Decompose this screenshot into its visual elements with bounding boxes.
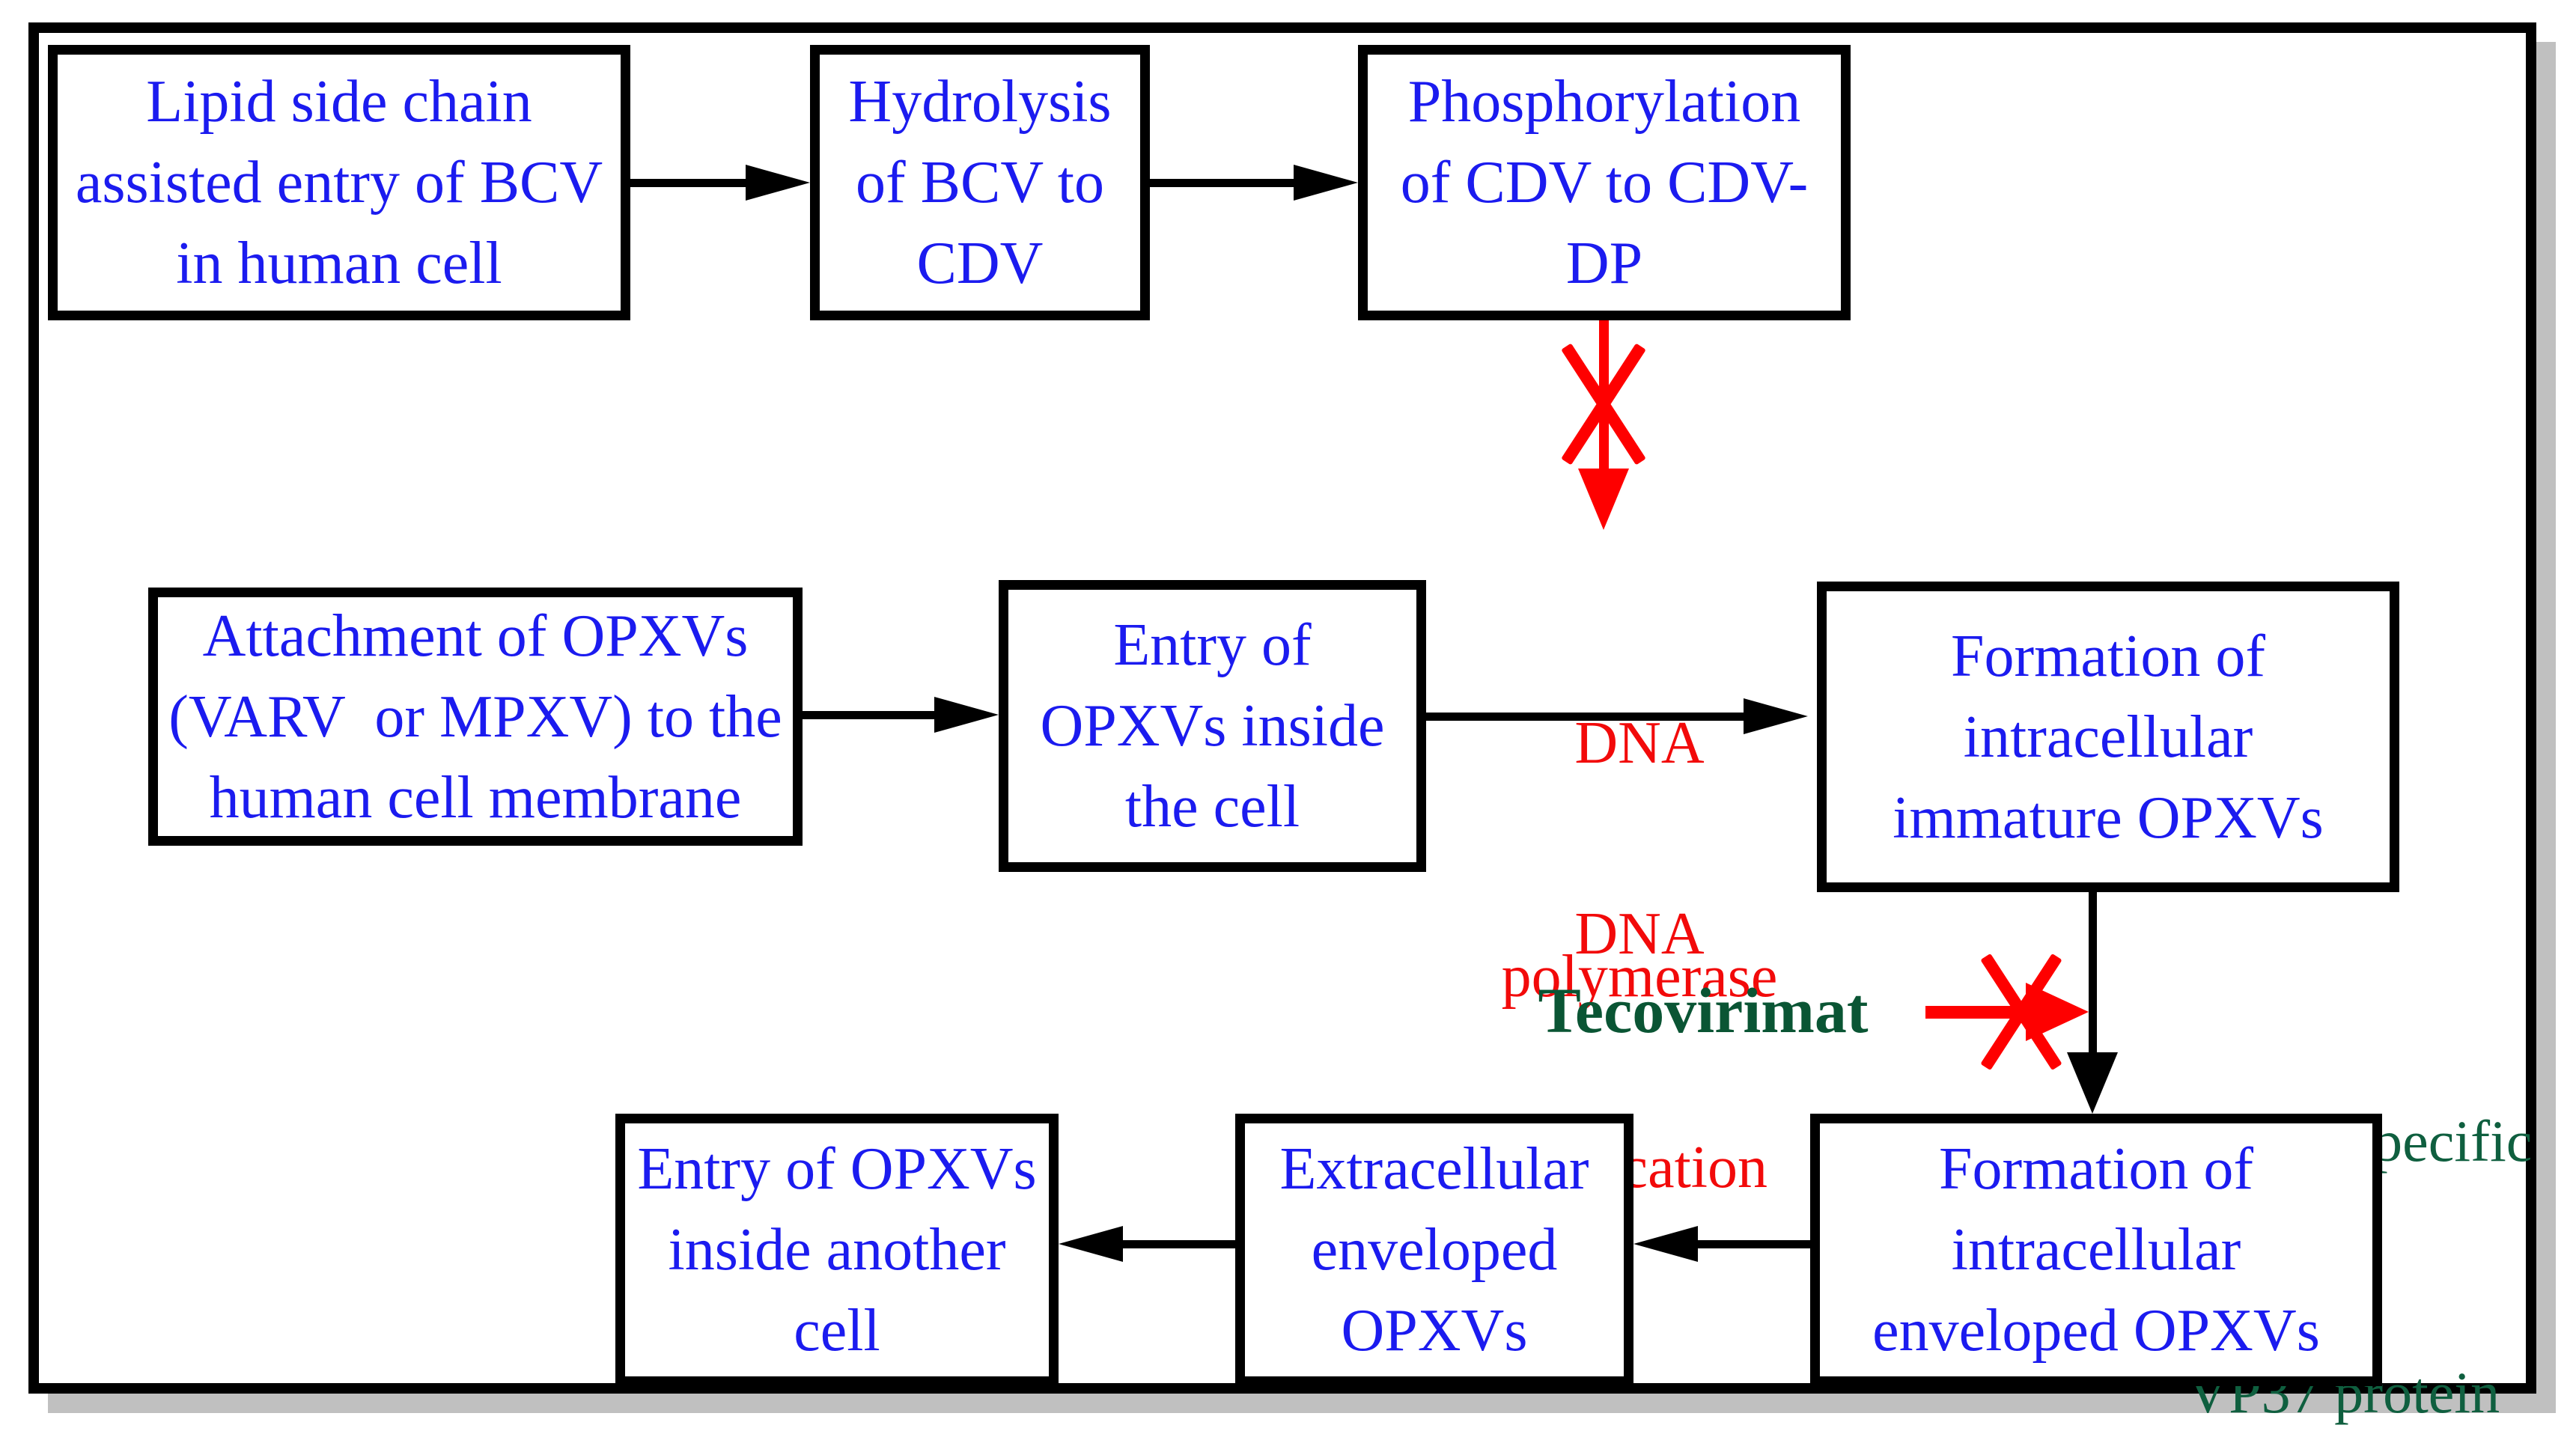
arrow-shaft [1693,1240,1810,1248]
box-phosphorylation-line: DP [1565,231,1643,296]
arrowhead-right-icon [934,697,999,733]
box-entry-another-cell: Entry of OPXVs inside another cell [615,1114,1059,1386]
box-enveloped-opxvs-line: intracellular [1951,1217,2241,1283]
arrowhead-right-icon [1294,165,1358,201]
box-extracellular-opxvs-line: Extracellular [1279,1136,1589,1202]
label-dna-polymerase-line: polymerase [1501,944,1778,1010]
box-hydrolysis-line: CDV [916,231,1044,296]
box-extracellular-opxvs-line: enveloped [1311,1217,1558,1283]
box-immature-opxvs-line: intracellular [1963,704,2253,770]
box-entry-another-cell-line: cell [794,1298,880,1364]
label-dna-polymerase-line: DNA [1574,710,1705,776]
box-immature-opxvs: Formation of intracellular immature OPXV… [1817,582,2399,892]
arrowhead-right-icon [1744,698,1808,734]
box-lipid-entry-line: Lipid side chain [146,69,532,135]
box-attachment: Attachment of OPXVs (VARV or MPXV) to th… [148,588,803,846]
arrow-shaft [1118,1240,1235,1248]
box-phosphorylation: Phosphorylation of CDV to CDV- DP [1358,45,1851,320]
box-entry-cell-line: OPXVs inside [1040,693,1385,759]
box-hydrolysis-line: Hydrolysis [848,69,1112,135]
box-lipid-entry-line: in human cell [176,231,502,296]
box-phosphorylation-line: of CDV to CDV- [1400,150,1809,216]
box-enveloped-opxvs: Formation of intracellular enveloped OPX… [1810,1114,2382,1386]
box-entry-cell-line: the cell [1124,774,1300,840]
box-attachment-line: human cell membrane [209,764,742,831]
box-lipid-entry: Lipid side chain assisted entry of BCV i… [48,45,630,320]
box-extracellular-opxvs-line: OPXVs [1341,1298,1528,1364]
box-attachment-line: Attachment of OPXVs [202,602,749,669]
box-extracellular-opxvs: Extracellular enveloped OPXVs [1235,1114,1633,1386]
box-hydrolysis-line: of BCV to [856,150,1104,216]
box-entry-cell: Entry of OPXVs inside the cell [999,580,1426,872]
box-enveloped-opxvs-line: enveloped OPXVs [1872,1298,2320,1364]
arrow-shaft [2089,892,2097,1055]
arrow-shaft [1426,713,1747,721]
arrowhead-down-icon [1578,469,1629,530]
arrow-shaft [1150,179,1297,187]
arrowhead-right-icon [746,165,810,201]
arrowhead-down-icon [2067,1052,2118,1114]
box-immature-opxvs-line: Formation of [1951,623,2265,689]
box-entry-another-cell-line: Entry of OPXVs [637,1136,1037,1202]
box-attachment-line: (VARV or MPXV) to the [168,683,782,750]
box-enveloped-opxvs-line: Formation of [1939,1136,2253,1202]
arrow-shaft [803,711,937,719]
arrowhead-left-icon [1059,1226,1123,1262]
box-hydrolysis: Hydrolysis of BCV to CDV [810,45,1150,320]
box-lipid-entry-line: assisted entry of BCV [75,150,603,216]
box-entry-another-cell-line: inside another [668,1217,1006,1283]
arrow-shaft [1925,1006,2038,1019]
box-phosphorylation-line: Phosphorylation [1407,69,1801,135]
box-entry-cell-line: Entry of [1113,612,1312,678]
label-dna-polymerase: DNA polymerase [1415,549,1864,1171]
label-dna-replication-line: DNA [1574,901,1705,967]
label-tecovirimat: Tecovirimat [1538,974,1869,1046]
arrowhead-left-icon [1633,1226,1698,1262]
box-immature-opxvs-line: immature OPXVs [1893,784,2324,851]
arrow-shaft [630,179,749,187]
